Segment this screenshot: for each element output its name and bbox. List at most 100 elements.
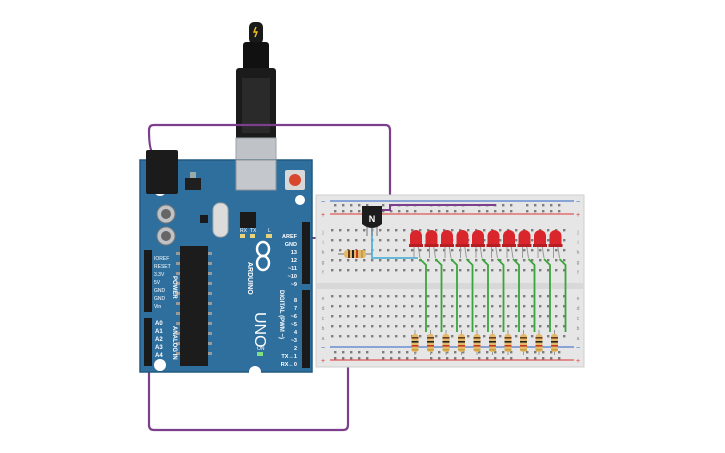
row-letter: f (322, 270, 324, 276)
led-label-l: L (268, 228, 271, 234)
green-wire[interactable] (558, 258, 567, 332)
led[interactable] (502, 230, 516, 259)
row-letter: e (322, 296, 325, 302)
digital-pin-label: ~3 (291, 338, 297, 344)
rail-plus-label: + (321, 212, 325, 219)
digital-pin-label: 4 (294, 330, 298, 336)
digital-pin-label: ~11 (288, 266, 297, 272)
analog-pin-label: A4 (155, 353, 163, 359)
led[interactable] (533, 230, 547, 259)
led-resistor[interactable] (504, 330, 512, 355)
digital-header-upper[interactable] (302, 222, 310, 284)
led[interactable] (440, 230, 454, 259)
led[interactable] (486, 230, 501, 259)
digital-pin-label: AREF (282, 234, 298, 240)
digital-pin-label: ~9 (291, 282, 297, 288)
rail-minus-label: − (576, 199, 580, 206)
green-wire[interactable] (465, 258, 474, 332)
purple-wire-collector[interactable] (382, 204, 496, 211)
analog-pin-label: A5 (155, 361, 163, 367)
breadboard[interactable]: − + − + − + − + j i h g f e d c b a j i … (315, 194, 585, 368)
rail-minus-label: − (321, 199, 325, 206)
row-letter: c (322, 316, 325, 322)
led[interactable] (409, 230, 423, 259)
power-jack[interactable] (146, 150, 178, 194)
row-letter: i (322, 240, 323, 246)
arduino-uno-board[interactable]: IOREF RESET 3.3V 5V GND GND Vin POWER A0… (139, 150, 313, 378)
mount-hole (154, 359, 166, 371)
digital-pin-label: 12 (291, 258, 297, 264)
atmega-chip (180, 246, 208, 366)
green-wire[interactable] (527, 258, 536, 332)
led-resistor[interactable] (427, 330, 434, 355)
digital-pin-label: GND (285, 242, 297, 248)
row-letter: j (321, 230, 323, 236)
led-resistor[interactable] (473, 330, 481, 355)
led[interactable] (517, 230, 532, 259)
purple-wire-top[interactable] (147, 123, 392, 205)
led[interactable] (548, 230, 563, 259)
digital-pin-label: TX→1 (281, 354, 297, 360)
led-resistor[interactable] (520, 330, 527, 355)
usb-port[interactable] (235, 159, 277, 191)
row-letter: e (577, 296, 580, 302)
digital-label: DIGITAL (PWM ~) (278, 290, 284, 339)
digital-pin-label: RX←0 (281, 362, 297, 368)
row-letter: g (577, 260, 580, 266)
row-letter: b (577, 326, 580, 332)
green-wire[interactable] (496, 258, 505, 332)
row-letter: h (322, 250, 325, 256)
pin-label: 3.3V (154, 272, 165, 278)
led-resistor[interactable] (551, 330, 558, 355)
arduino-logo-icon (255, 240, 271, 272)
led-resistor[interactable] (535, 330, 543, 355)
pin-label: GND (154, 288, 166, 294)
row-letter: f (577, 270, 579, 276)
row-letter: c (577, 316, 580, 322)
mount-hole (249, 366, 261, 378)
green-wire[interactable] (512, 258, 520, 332)
row-letter: g (322, 260, 325, 266)
digital-header-lower[interactable] (302, 290, 310, 368)
led-resistor[interactable] (411, 330, 419, 355)
row-letter: a (577, 336, 580, 342)
digital-pin-label: 13 (291, 250, 297, 256)
pin-label: GND (154, 296, 166, 302)
green-wire[interactable] (481, 258, 489, 332)
rail-minus-label: − (576, 345, 580, 352)
led-resistor[interactable] (442, 330, 450, 355)
purple-wire-bottom[interactable] (147, 328, 350, 432)
rail-plus-label: + (576, 358, 580, 365)
analog-header[interactable] (144, 318, 152, 366)
row-letter: b (322, 326, 325, 332)
row-letter: j (576, 230, 578, 236)
green-wire[interactable] (434, 258, 443, 332)
digital-pin-label: ~5 (291, 322, 297, 328)
green-wire[interactable] (450, 258, 458, 332)
led[interactable] (455, 230, 470, 259)
led-resistor[interactable] (489, 330, 496, 355)
digital-pin-label: 7 (294, 306, 297, 312)
rail-plus-label: + (576, 212, 580, 219)
pin-label: IOREF (154, 256, 169, 262)
power-header[interactable] (144, 250, 152, 312)
led[interactable] (471, 230, 485, 259)
row-letter: d (322, 306, 325, 312)
led-label-on: ON (257, 346, 265, 352)
green-wire[interactable] (419, 258, 427, 332)
npn-transistor[interactable]: N (362, 206, 382, 236)
digital-pin-label: ~6 (291, 314, 297, 320)
green-wire[interactable] (543, 258, 551, 332)
base-resistor[interactable] (338, 250, 372, 258)
brand-label: ARDUINO (246, 262, 253, 295)
analog-in-label: ANALOG IN (171, 326, 177, 360)
power-label: POWER (171, 276, 177, 299)
led[interactable] (424, 230, 439, 259)
blue-wire[interactable] (371, 228, 418, 259)
pin-label: RESET (154, 264, 171, 270)
transistor-label: N (369, 214, 376, 224)
model-label: UNO (251, 312, 268, 348)
row-letter: d (577, 306, 580, 312)
led-resistor[interactable] (458, 330, 465, 355)
